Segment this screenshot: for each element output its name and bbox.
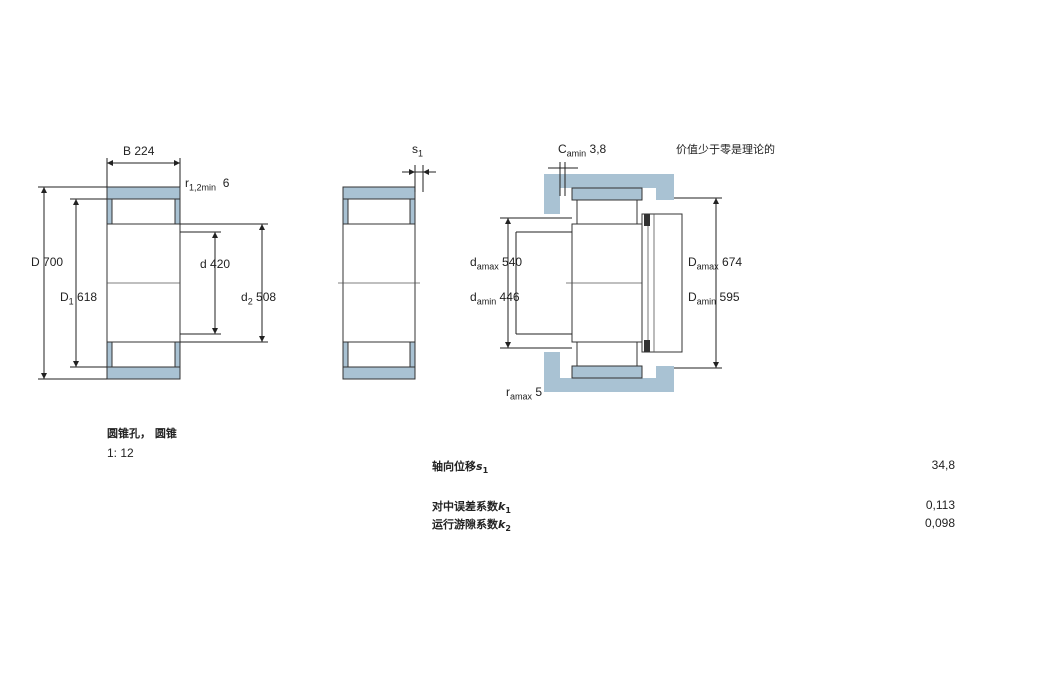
taper-note-title: 圆锥孔， 圆锥 [107,427,177,440]
dimension-Da-max-label: Damax 674 [688,255,743,272]
property-label: 轴向位移s1 [432,460,489,476]
theoretical-value-note: 价值少于零是理论的 [676,143,775,156]
dimension-B-label: B 224 [123,144,155,158]
dimension-r-label: r1,2min 6 [185,176,230,193]
outer-ring-bottom [106,366,181,380]
dimension-d-label: d 420 [200,257,231,271]
dimension-da-min-label: damin 446 [470,290,520,307]
dimension-D-label: D 700 [31,255,64,269]
dimension-D1-label: D1 618 [60,290,98,307]
property-value: 0,113 [925,498,955,512]
property-value: 34,8 [931,458,955,472]
rib-top-left [106,198,113,225]
property-label: 对中误差系数k1 [432,500,511,516]
dimension-da-max-label: damax 540 [470,255,523,272]
dimension-Da-min-label: Damin 595 [688,290,740,307]
dimension-Ca-label: Camin 3,8 [558,142,607,159]
dimension-s1-label: s1 [412,142,424,159]
roller-bottom [111,341,176,368]
rib-top-right [174,198,181,225]
bearing-side-view [338,165,436,380]
mounting-view [500,162,722,392]
bearing-cross-section [38,158,268,380]
dimension-ra-label: ramax 5 [506,385,543,402]
roller-top [111,198,176,225]
outer-ring-top [106,186,181,200]
taper-note-ratio: 1: 12 [107,446,134,460]
dimension-d2-label: d2 508 [241,290,277,307]
property-label: 运行游隙系数k2 [432,518,511,534]
property-value: 0,098 [924,516,955,530]
